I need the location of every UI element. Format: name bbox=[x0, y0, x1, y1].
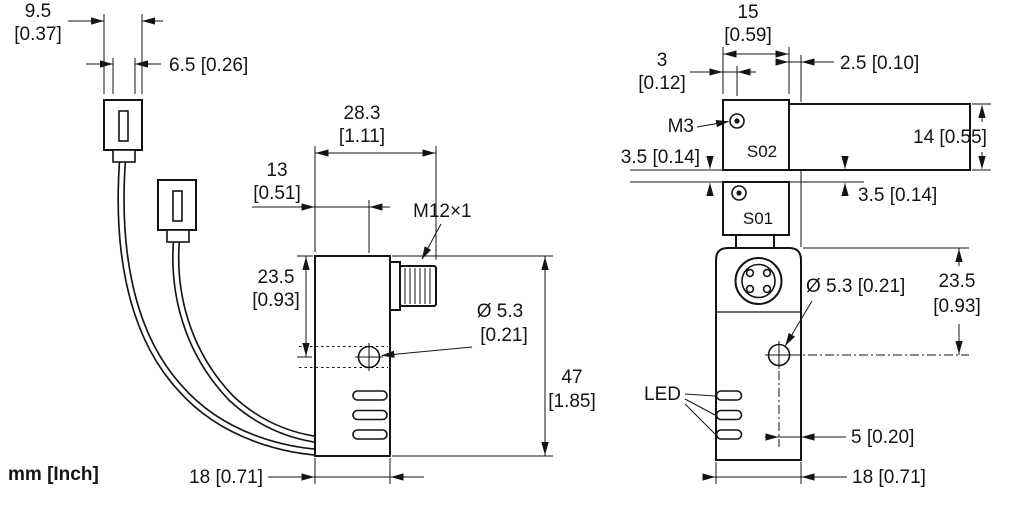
dim-hole-offset-y-front-mm: 23.5 bbox=[258, 267, 295, 288]
dim-body-width-side: 18 [0.71] bbox=[702, 462, 926, 488]
slot-lower-label: S01 bbox=[743, 209, 773, 228]
dim-edge-offset: 2.5 [0.10] bbox=[775, 53, 919, 102]
dim-hole-diameter-front-mm: Ø 5.3 bbox=[477, 301, 523, 322]
dim-hole-diameter-side-label: Ø 5.3 [0.21] bbox=[806, 276, 905, 297]
dim-hole-offset-y-side: 23.5 [0.93] bbox=[791, 247, 981, 356]
dim-body-height-inch: [1.85] bbox=[548, 391, 596, 412]
dim-screw-offset-mm: 3 bbox=[657, 50, 668, 71]
dim-total-depth-inch: [1.11] bbox=[339, 126, 385, 147]
dim-screw-offset: 3 [0.12] bbox=[638, 50, 756, 96]
dim-slot-width-mm: 15 bbox=[737, 2, 758, 23]
dim-hole-offset-x-inch: [0.51] bbox=[253, 183, 301, 204]
dim-hole-offset-y-side-inch: [0.93] bbox=[933, 296, 981, 317]
dim-hole-offset-x: 13 [0.51] bbox=[252, 160, 390, 253]
dim-slot-gap-right: 3.5 [0.14] bbox=[789, 156, 937, 206]
m12-connector-face bbox=[734, 257, 783, 305]
dim-edge-offset-label: 2.5 [0.10] bbox=[840, 53, 919, 74]
dim-plug-width-inch: [0.37] bbox=[14, 24, 62, 45]
dim-hole-offset-y-front-inch: [0.93] bbox=[252, 290, 300, 311]
led-label: LED bbox=[644, 384, 681, 405]
dim-arm-height-label: 14 [0.55] bbox=[913, 127, 987, 148]
dim-body-height: 47 [1.85] bbox=[392, 255, 596, 457]
dim-hole-edge-distance: 5 [0.20] bbox=[765, 371, 914, 448]
dim-hole-edge-distance-label: 5 [0.20] bbox=[851, 427, 914, 448]
mounting-hole-side bbox=[765, 341, 793, 369]
dim-plug-width: 9.5 [0.37] bbox=[14, 1, 163, 94]
led-windows-front bbox=[352, 390, 388, 440]
dim-hole-diameter-side: Ø 5.3 [0.21] bbox=[785, 276, 905, 346]
dim-screw-offset-inch: [0.12] bbox=[638, 73, 686, 94]
left-view: 9.5 [0.37] 6.5 [0.26] 28.3 [1.11] bbox=[8, 1, 596, 488]
m12-connector-side bbox=[389, 261, 437, 311]
dim-body-depth-front-label: 18 [0.71] bbox=[189, 467, 263, 488]
dim-body-depth-front: 18 [0.71] bbox=[189, 458, 424, 488]
slot-upper-label: S02 bbox=[747, 142, 777, 161]
dim-slot-width: 15 [0.59] bbox=[722, 2, 790, 94]
dim-slot-gap-left: 3.5 [0.14] bbox=[621, 147, 722, 196]
dim-plug-inner-width-label: 6.5 [0.26] bbox=[169, 55, 248, 76]
right-view: S02 S01 bbox=[621, 2, 991, 488]
sensor-body-side bbox=[715, 247, 802, 461]
dim-hole-diameter-front-inch: [0.21] bbox=[480, 325, 528, 346]
dim-body-height-mm: 47 bbox=[561, 367, 582, 388]
dim-hole-diameter-front: Ø 5.3 [0.21] bbox=[381, 301, 528, 358]
cables bbox=[117, 153, 333, 457]
cable-plug-1 bbox=[103, 99, 143, 163]
dim-hole-offset-y-side-mm: 23.5 bbox=[939, 271, 976, 292]
thread-label: M12×1 bbox=[413, 201, 472, 222]
dim-arm-height: 14 [0.55] bbox=[913, 103, 991, 171]
screw-label: M3 bbox=[668, 116, 694, 137]
cable-plug-2 bbox=[157, 179, 197, 243]
dim-body-width-side-label: 18 [0.71] bbox=[852, 467, 926, 488]
mounting-hole-front bbox=[355, 343, 383, 371]
dim-plug-inner-width: 6.5 [0.26] bbox=[86, 55, 248, 94]
led-windows-side bbox=[715, 390, 743, 440]
led-callout: LED bbox=[644, 384, 716, 435]
dim-plug-width-mm: 9.5 bbox=[25, 1, 51, 22]
thread-callout: M12×1 bbox=[413, 201, 472, 260]
dim-slot-gap-right-label: 3.5 [0.14] bbox=[858, 185, 937, 206]
dim-slot-gap-left-label: 3.5 [0.14] bbox=[621, 147, 700, 168]
sensor-slot-s02: S02 bbox=[722, 99, 790, 171]
screw-callout: M3 bbox=[668, 116, 730, 137]
units-label: mm [Inch] bbox=[8, 464, 99, 485]
sensor-slot-s01: S01 bbox=[722, 181, 790, 236]
dim-total-depth: 28.3 [1.11] bbox=[314, 103, 437, 260]
dim-slot-width-inch: [0.59] bbox=[724, 25, 772, 46]
dim-hole-offset-x-mm: 13 bbox=[266, 160, 287, 181]
dim-total-depth-mm: 28.3 bbox=[344, 103, 381, 124]
dim-hole-offset-y-front: 23.5 [0.93] bbox=[252, 255, 313, 358]
